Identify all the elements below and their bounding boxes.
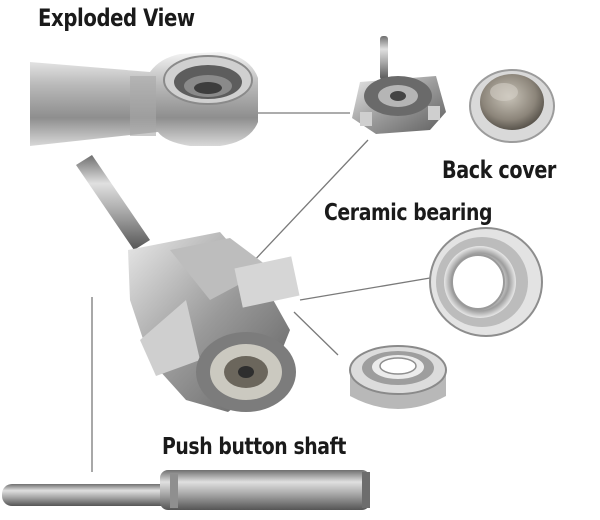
turbine-assembly-image: [76, 155, 300, 412]
exploded-view-title: Exploded View: [38, 4, 195, 32]
push-button-shaft-label: Push button shaft: [162, 434, 347, 460]
back-cover-label: Back cover: [442, 156, 557, 184]
leader-lines: [91, 112, 431, 472]
ceramic-bearing-label: Ceramic bearing: [324, 200, 493, 226]
push-button-shaft-image: [2, 470, 370, 510]
back-cover-image: [469, 69, 555, 143]
rotor-cartridge-image: [352, 36, 446, 134]
handpiece-head-image: [30, 52, 258, 146]
large-bearing-image: [429, 227, 543, 337]
small-bearing-image: [349, 345, 447, 409]
